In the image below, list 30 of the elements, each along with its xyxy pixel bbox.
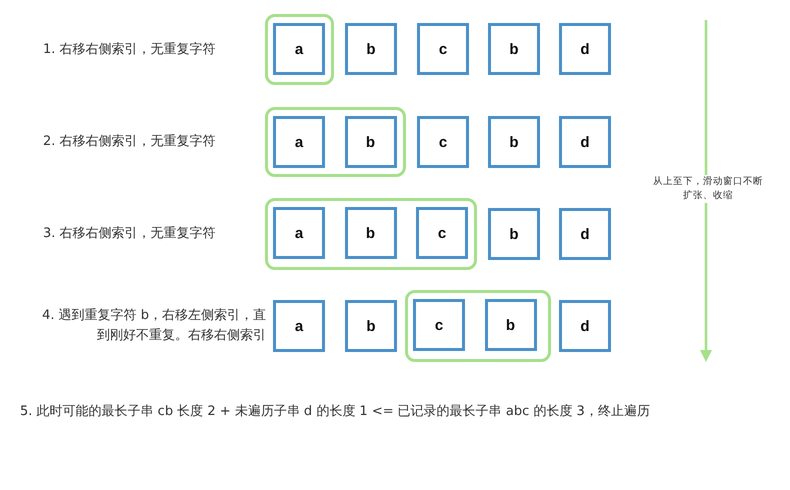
character-box: b [488,208,540,260]
step-text: 1. 右移右侧索引，无重复字符 [43,41,217,59]
character-box: a [273,300,325,352]
window-frame [265,14,334,85]
character-box: c [413,299,465,351]
character-box: a [273,23,325,75]
character-box: b [484,299,536,351]
character-box: d [559,116,611,168]
character-box: b [345,300,397,352]
character-box: a [273,207,325,259]
arrow-label: 从上至下，滑动窗口不断扩张、收缩 [652,175,764,203]
step-text: 5. 此时可能的最长子串 cb 长度 2 + 未遍历子串 d 的长度 1 <= 已记录的最长子串 abc 的长度 3，终止遍历 [20,403,651,421]
window-frame [265,107,406,177]
character-box: d [559,300,611,352]
character-box: c [417,116,469,168]
character-box: d [559,208,611,260]
step-text: 3. 右移右侧索引，无重复字符 [43,225,217,243]
step-text: 4. 遇到重复字符 b，右移左侧索引，直到刚好不重复。右移右侧索引 [41,307,266,345]
character-box: b [345,23,397,75]
window-frame [265,198,477,270]
step-text: 2. 右移右侧索引，无重复字符 [43,133,217,151]
window-frame [405,290,551,362]
character-box: d [559,23,611,75]
character-box: c [416,207,468,259]
character-box: b [488,116,540,168]
character-box: c [417,23,469,75]
character-box: b [488,23,540,75]
character-box: b [344,207,396,259]
character-box: b [344,116,396,168]
character-box: a [273,116,325,168]
